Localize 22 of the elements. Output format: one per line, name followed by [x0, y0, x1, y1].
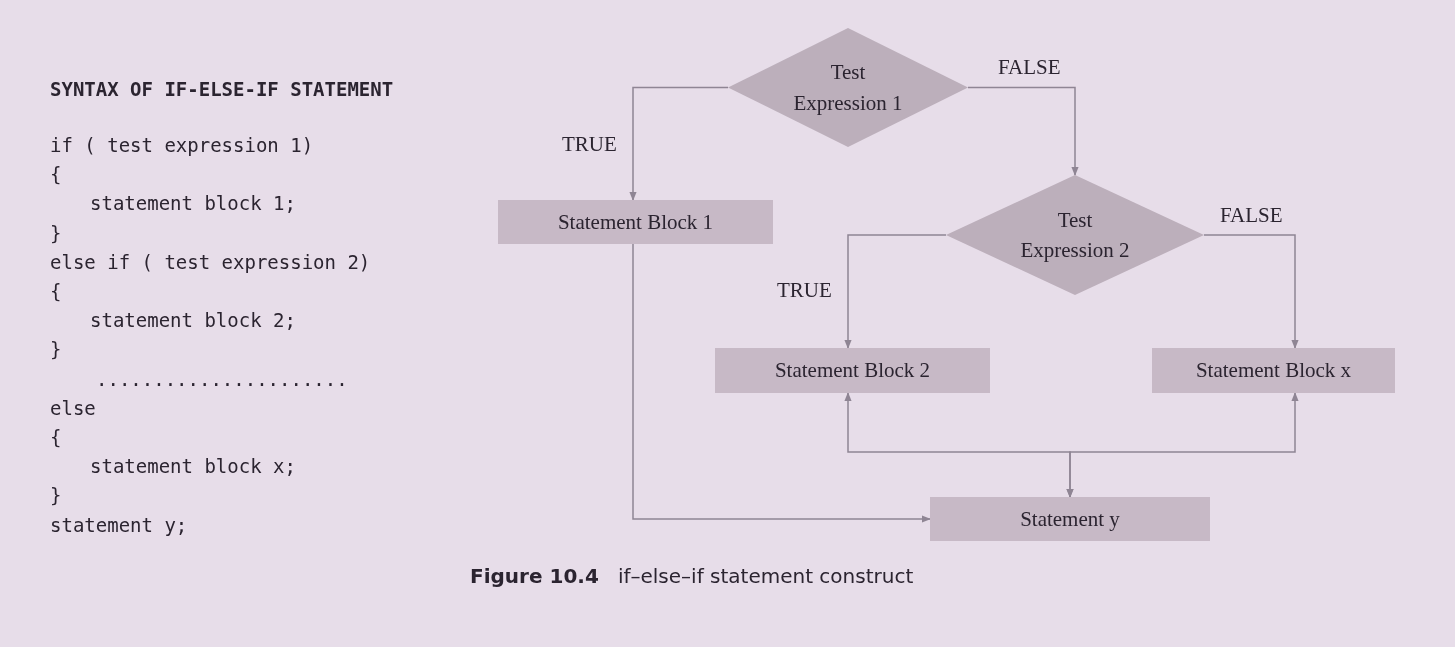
process-box: Statement Block 1: [498, 200, 773, 244]
decision-diamond: Test Expression 1: [728, 28, 968, 147]
process-box: Statement Block x: [1152, 348, 1395, 393]
code-line: else: [50, 396, 96, 419]
code-line: statement block x;: [90, 455, 296, 478]
process-box: Statement y: [930, 497, 1210, 541]
decision-diamond: Test Expression 2: [946, 175, 1204, 295]
process-box: Statement Block 2: [715, 348, 990, 393]
code-line: statement y;: [50, 513, 188, 536]
code-line: statement block 2;: [90, 309, 296, 332]
code-line: }: [50, 338, 62, 361]
code-line: }: [50, 221, 62, 244]
code-line: {: [50, 163, 62, 186]
code-line: }: [50, 484, 62, 507]
code-line: if ( test expression 1): [50, 134, 314, 156]
code-line: {: [50, 426, 62, 448]
code-line: {: [50, 280, 62, 302]
code-line: else if ( test expression 2): [50, 250, 371, 273]
code-line: ......................: [96, 367, 348, 390]
heading: SYNTAX OF IF-ELSE-IF STATEMENT: [50, 78, 394, 100]
figure-caption: Figure 10.4 if–else–if statement construct: [470, 564, 914, 588]
code-line: statement block 1;: [90, 192, 296, 215]
